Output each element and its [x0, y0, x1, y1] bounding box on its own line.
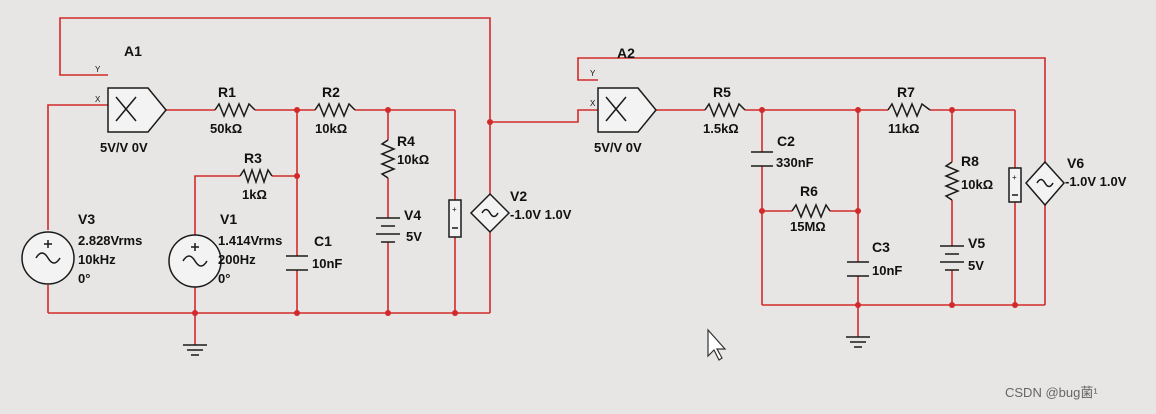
watermark: CSDN @bug菌¹ — [1005, 385, 1098, 400]
r4-value: 10kΩ — [397, 152, 429, 167]
multiplier-a2[interactable] — [597, 87, 657, 133]
v2-label: V2 — [510, 188, 527, 204]
c1-label: C1 — [314, 233, 332, 249]
wires-right — [577, 57, 1046, 337]
r8-value: 10kΩ — [961, 177, 993, 192]
c3-label: C3 — [872, 239, 890, 255]
v1-amplitude: 1.414Vrms — [218, 233, 282, 248]
a2-label: A2 — [617, 45, 635, 61]
a1-pin-y: Y — [95, 65, 101, 74]
a2-pin-x: X — [590, 99, 596, 108]
v3-frequency: 10kHz — [78, 252, 116, 267]
resistor-r7[interactable] — [887, 102, 931, 118]
c2-label: C2 — [777, 133, 795, 149]
battery-icon[interactable] — [940, 245, 964, 271]
r1-label: R1 — [218, 84, 236, 100]
a1-gain: 5V/V 0V — [100, 140, 148, 155]
svg-text:+: + — [1012, 173, 1017, 182]
r5-label: R5 — [713, 84, 731, 100]
resistor-r1[interactable] — [214, 102, 256, 118]
resistor-r3[interactable] — [239, 167, 273, 185]
multiplier-a1[interactable] — [107, 87, 167, 133]
resistor-r4[interactable] — [380, 139, 396, 179]
v4-value: 5V — [406, 229, 422, 244]
capacitor-c2[interactable] — [751, 151, 773, 167]
r7-label: R7 — [897, 84, 915, 100]
r3-value: 1kΩ — [242, 187, 267, 202]
ground-icon — [183, 344, 207, 356]
v5-label: V5 — [968, 235, 985, 251]
junctions — [192, 107, 1018, 316]
battery-icon[interactable] — [376, 217, 400, 243]
ac-source-icon[interactable] — [168, 234, 222, 288]
resistor-r5[interactable] — [704, 102, 746, 118]
svg-text:+: + — [452, 205, 457, 214]
v3-amplitude: 2.828Vrms — [78, 233, 142, 248]
v1-frequency: 200Hz — [218, 252, 256, 267]
c2-value: 330nF — [776, 155, 814, 170]
wires-left — [47, 17, 598, 345]
r8-label: R8 — [961, 153, 979, 169]
r3-label: R3 — [244, 150, 262, 166]
r2-value: 10kΩ — [315, 121, 347, 136]
ac-source-icon[interactable] — [21, 231, 75, 285]
r6-value: 15MΩ — [790, 219, 826, 234]
mouse-pointer-icon — [707, 328, 727, 361]
v6-label: V6 — [1067, 155, 1084, 171]
v2-range: -1.0V 1.0V — [510, 207, 572, 222]
resistor-r8[interactable] — [944, 161, 960, 201]
r7-value: 11kΩ — [888, 121, 919, 136]
r2-label: R2 — [322, 84, 340, 100]
ground-icon — [846, 336, 870, 348]
v6-range: -1.0V 1.0V — [1065, 174, 1127, 189]
a2-pin-y: Y — [590, 69, 596, 78]
a2-gain: 5V/V 0V — [594, 140, 642, 155]
v1-phase: 0° — [218, 271, 230, 286]
capacitor-c3[interactable] — [847, 261, 869, 277]
r1-value: 50kΩ — [210, 121, 242, 136]
v4-label: V4 — [404, 207, 421, 223]
r6-label: R6 — [800, 183, 818, 199]
a1-label: A1 — [124, 43, 142, 59]
v5-value: 5V — [968, 258, 984, 273]
resistor-r2[interactable] — [314, 102, 356, 118]
a1-pin-x: X — [95, 95, 101, 104]
probe-source-v6[interactable]: + — [1008, 160, 1066, 207]
c1-value: 10nF — [312, 256, 342, 271]
r5-value: 1.5kΩ — [703, 121, 739, 136]
v1-label: V1 — [220, 211, 237, 227]
c3-value: 10nF — [872, 263, 902, 278]
v3-phase: 0° — [78, 271, 90, 286]
v3-label: V3 — [78, 211, 95, 227]
resistor-r6[interactable] — [791, 203, 831, 219]
r4-label: R4 — [397, 133, 415, 149]
capacitor-c1[interactable] — [286, 255, 308, 271]
probe-source-v2[interactable]: + — [448, 192, 511, 238]
